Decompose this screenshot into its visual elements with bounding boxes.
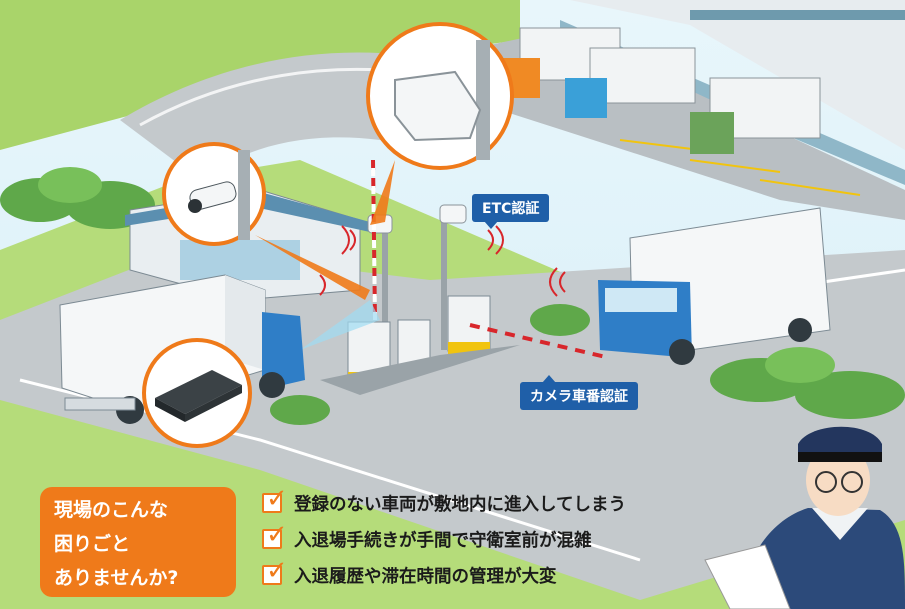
checklist-item: ✓ 入退履歴や滞在時間の管理が大変 [262, 557, 742, 593]
camera-callout [162, 142, 266, 246]
checkbox-icon: ✓ [262, 558, 288, 585]
checkbox-icon: ✓ [262, 486, 288, 513]
reader-callout [366, 22, 514, 170]
checklist-item: ✓ 入退場手続きが手間で守衛室前が混雑 [262, 521, 742, 557]
camera-plate-auth-label: カメラ車番認証 [520, 375, 638, 410]
checkbox-icon: ✓ [262, 522, 288, 549]
barrier-arm-horizontal [469, 323, 611, 360]
parked-truck-blue [565, 47, 696, 118]
question-line: 困りごと [54, 533, 131, 555]
checklist-item: ✓ 登録のない車両が敷地内に進入してしまう [262, 485, 742, 521]
parked-truck-green [690, 77, 821, 154]
checklist-text: 登録のない車両が敷地内に進入してしまう [294, 494, 626, 515]
etc-auth-label: ETC認証 [472, 194, 550, 229]
trees [0, 167, 905, 425]
signal-waves [319, 225, 566, 297]
truck-right [598, 207, 831, 365]
checklist-text: 入退履歴や滞在時間の管理が大変 [294, 566, 557, 587]
question-line: 現場のこんな [54, 499, 169, 521]
problem-checklist: ✓ 登録のない車両が敷地内に進入してしまう ✓ 入退場手続きが手間で守衛室前が混… [262, 485, 742, 593]
checklist-text: 入退場手続きが手間で守衛室前が混雑 [294, 530, 592, 551]
question-box: 現場のこんな 困りごと ありませんか? [40, 487, 236, 597]
recorder-callout [142, 338, 252, 448]
guard-figure [704, 426, 905, 609]
question-line: ありませんか? [54, 567, 179, 589]
